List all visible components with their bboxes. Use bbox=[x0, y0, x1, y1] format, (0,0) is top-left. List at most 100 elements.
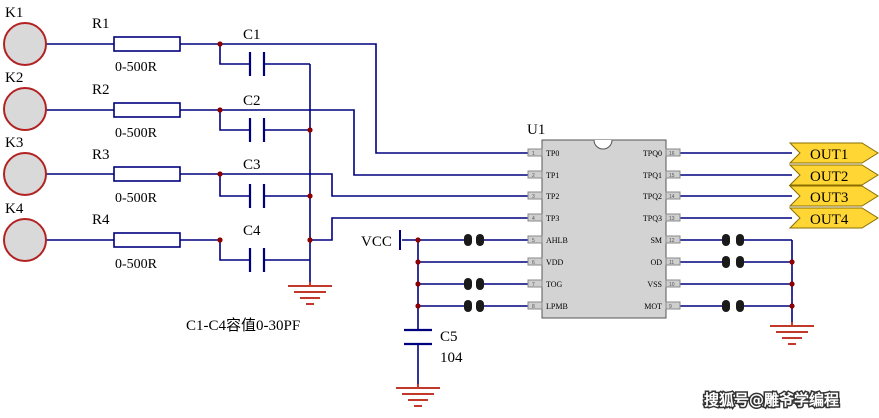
capacitor-value-c5: 104 bbox=[440, 350, 463, 366]
pin-label: TPQ2 bbox=[643, 192, 662, 201]
resistors: R1 R2 R3 R4 0-500R 0-500R 0-500R 0-500R bbox=[92, 16, 181, 272]
chip-pin: 7 TOG bbox=[527, 279, 563, 289]
junction-dot bbox=[307, 237, 313, 243]
chip-pin: 13 TPQ3 bbox=[643, 213, 681, 223]
pin-label: MOT bbox=[644, 302, 662, 311]
output-label-out3: OUT3 bbox=[810, 190, 848, 206]
capacitor-label-c2: C2 bbox=[243, 93, 261, 109]
resistor-r2 bbox=[113, 102, 181, 118]
junction-dot bbox=[217, 237, 223, 243]
output-port-out1 bbox=[788, 142, 879, 164]
junction-dot bbox=[217, 171, 223, 177]
watermark-text: 搜狐号@雕爷学编程 bbox=[704, 391, 839, 409]
output-port-out3 bbox=[788, 185, 879, 207]
junction-dot bbox=[307, 127, 313, 133]
chip-body bbox=[541, 139, 667, 319]
resistor-value-r3: 0-500R bbox=[115, 191, 158, 206]
svg-text:9: 9 bbox=[669, 304, 672, 310]
capacitor-label-c1: C1 bbox=[243, 27, 261, 43]
capacitors bbox=[248, 52, 266, 272]
touch-pad-k4 bbox=[3, 218, 47, 262]
pin-label: VSS bbox=[647, 280, 662, 289]
junction-dot bbox=[415, 237, 421, 243]
chip-pin: 3 TP2 bbox=[527, 191, 559, 201]
junction-dot bbox=[307, 193, 313, 199]
jumper-mot bbox=[722, 300, 744, 312]
jumper-ahlb bbox=[464, 234, 484, 246]
pin-label: OD bbox=[650, 258, 662, 267]
junction-dot bbox=[789, 281, 795, 287]
resistor-label-r4: R4 bbox=[92, 212, 110, 228]
junctions bbox=[217, 41, 795, 309]
pin-label: SM bbox=[650, 236, 662, 245]
jumper-od bbox=[722, 256, 744, 268]
touch-pad-k2 bbox=[3, 87, 47, 131]
resistor-r3 bbox=[113, 166, 181, 182]
chip-pin: 6 VDD bbox=[527, 257, 564, 267]
svg-text:12: 12 bbox=[669, 238, 675, 244]
chip-label: U1 bbox=[527, 122, 545, 138]
capacitor-label-c5: C5 bbox=[440, 329, 458, 345]
junction-dot bbox=[415, 303, 421, 309]
solder-jumpers bbox=[464, 234, 744, 312]
capacitor-c2 bbox=[248, 118, 266, 142]
pin-label: TPQ3 bbox=[643, 214, 662, 223]
junction-dot bbox=[217, 107, 223, 113]
capacitor-label-c3: C3 bbox=[243, 157, 261, 173]
output-label-out2: OUT2 bbox=[810, 169, 848, 185]
output-label-out4: OUT4 bbox=[810, 212, 849, 228]
svg-text:14: 14 bbox=[669, 194, 675, 200]
watermark: 搜狐号@雕爷学编程 bbox=[703, 390, 841, 411]
capacitor-c1 bbox=[248, 52, 266, 76]
pin-label: TP2 bbox=[546, 192, 559, 201]
svg-text:6: 6 bbox=[532, 260, 535, 266]
jumper-tog bbox=[464, 278, 484, 290]
resistor-value-r4: 0-500R bbox=[115, 257, 158, 272]
pin-label: TP3 bbox=[546, 214, 559, 223]
svg-text:7: 7 bbox=[532, 282, 535, 288]
pin-label: VDD bbox=[546, 258, 564, 267]
capacitor-c3 bbox=[248, 184, 266, 208]
key-label-k4: K4 bbox=[5, 201, 24, 217]
svg-text:10: 10 bbox=[669, 282, 675, 288]
svg-text:8: 8 bbox=[532, 304, 535, 310]
touch-pad-k1 bbox=[3, 22, 47, 66]
svg-text:11: 11 bbox=[669, 260, 674, 266]
resistor-label-r1: R1 bbox=[92, 16, 110, 32]
svg-text:5: 5 bbox=[532, 238, 535, 244]
chip-pin: 9 MOT bbox=[644, 301, 681, 311]
output-port-out4 bbox=[788, 207, 879, 229]
chip-pin: 11 OD bbox=[650, 257, 681, 267]
svg-text:13: 13 bbox=[669, 216, 675, 222]
jumper-lpmb bbox=[464, 300, 484, 312]
touch-pad-k3 bbox=[3, 152, 47, 196]
ground-symbol bbox=[288, 282, 332, 305]
vcc-label: VCC bbox=[361, 234, 392, 250]
capacitor-c5 bbox=[404, 328, 432, 346]
wires bbox=[46, 43, 793, 384]
output-label-out1: OUT1 bbox=[810, 147, 848, 163]
jumper-sm bbox=[722, 234, 744, 246]
resistor-value-r1: 0-500R bbox=[115, 60, 158, 75]
junction-dot bbox=[415, 259, 421, 265]
chip-pin: 12 SM bbox=[650, 235, 681, 245]
pin-label: TP1 bbox=[546, 171, 559, 180]
junction-dot bbox=[415, 281, 421, 287]
svg-text:3: 3 bbox=[532, 194, 535, 200]
capacitor-note: C1-C4容值0-30PF bbox=[186, 317, 300, 334]
junction-dot bbox=[217, 41, 223, 47]
key-label-k1: K1 bbox=[5, 5, 23, 21]
pin-label: TOG bbox=[546, 280, 563, 289]
chip-notch bbox=[593, 139, 613, 150]
key-label-k2: K2 bbox=[5, 70, 23, 86]
resistor-label-r3: R3 bbox=[92, 147, 110, 163]
ground-symbol bbox=[396, 384, 440, 407]
svg-text:1: 1 bbox=[532, 151, 535, 157]
svg-text:16: 16 bbox=[669, 151, 675, 157]
